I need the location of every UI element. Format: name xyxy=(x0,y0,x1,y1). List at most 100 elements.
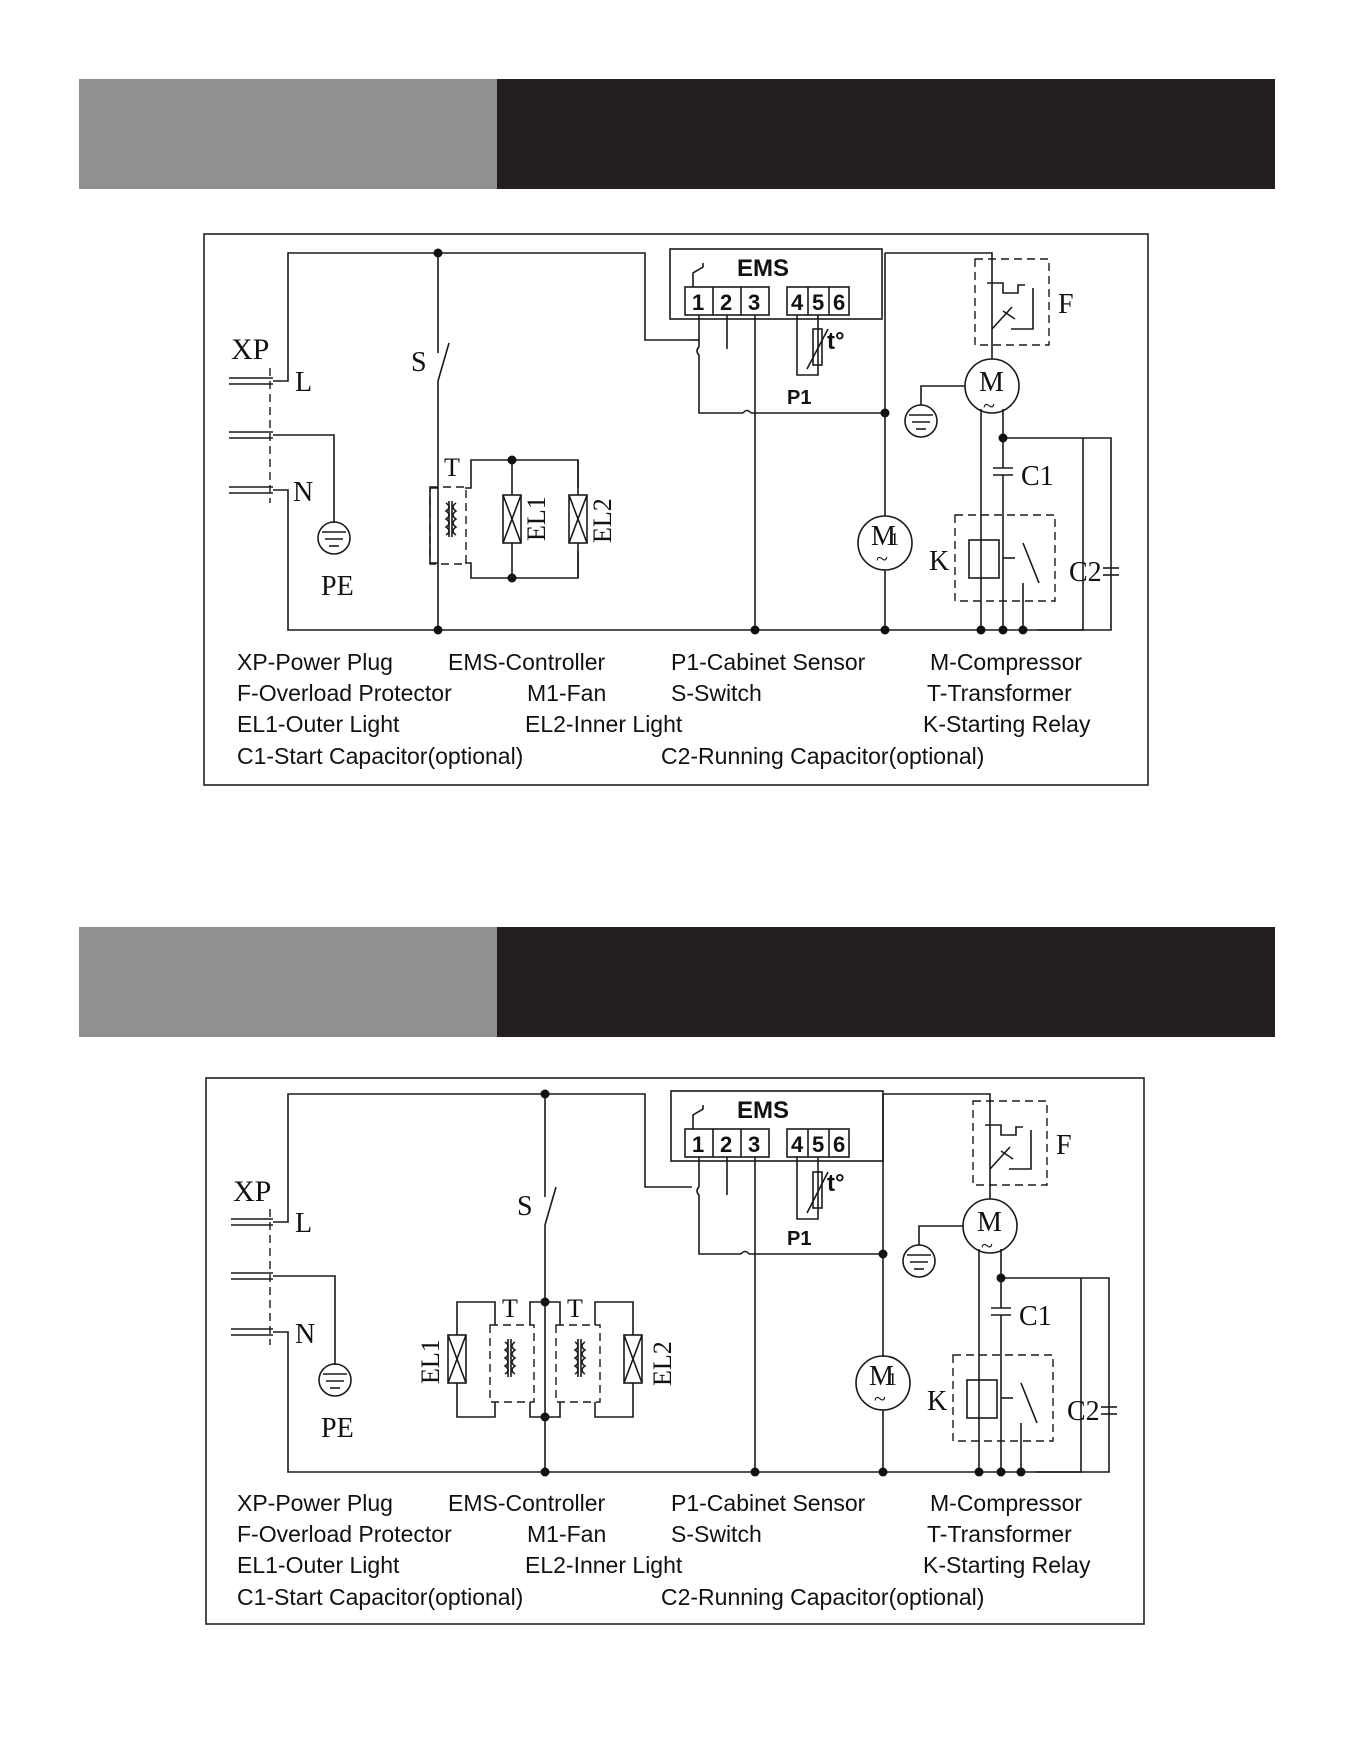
diagram-frame xyxy=(205,1077,1145,1625)
legend-f: F-Overload Protector xyxy=(237,1521,452,1547)
overload-protector-f xyxy=(885,252,1050,346)
ems-terminal-6: 6 xyxy=(833,290,845,315)
lamp-el2 xyxy=(623,1334,643,1384)
label-s: S xyxy=(411,347,427,378)
label-t-right: T xyxy=(567,1294,583,1323)
legend-xp: XP-Power Plug xyxy=(237,1490,393,1516)
legend-ems: EMS-Controller xyxy=(448,1490,606,1516)
label-m1-tilde: ~ xyxy=(874,1386,886,1411)
label-p1: P1 xyxy=(787,387,811,409)
legend-f: F-Overload Protector xyxy=(237,680,452,706)
ems-terminal-2: 2 xyxy=(720,1132,732,1157)
ems-terminal-6: 6 xyxy=(833,1132,845,1157)
starting-relay-k xyxy=(954,514,1056,635)
ems-terminal-2: 2 xyxy=(720,290,732,315)
power-plug xyxy=(231,1093,1110,1473)
label-n: N xyxy=(293,477,313,508)
ems-terminal-4: 4 xyxy=(791,1132,804,1157)
legend-k: K-Starting Relay xyxy=(923,1552,1091,1578)
ems-controller xyxy=(669,248,883,320)
label-thermo: t° xyxy=(827,328,845,355)
legend-s: S-Switch xyxy=(671,1521,762,1547)
earth-pe xyxy=(317,521,351,555)
legend-m: M-Compressor xyxy=(930,1490,1082,1516)
label-m1-sub: 1 xyxy=(890,529,899,549)
transformer-t-right xyxy=(545,1301,634,1418)
ems-terminal-3: 3 xyxy=(748,1132,760,1157)
fan-m1 xyxy=(857,253,913,635)
legend-c2: C2-Running Capacitor(optional) xyxy=(661,1584,984,1610)
legend-m: M-Compressor xyxy=(930,649,1082,675)
ems-title: EMS xyxy=(737,255,789,282)
ems-terminal-1: 1 xyxy=(692,1132,704,1157)
label-k: K xyxy=(929,546,949,577)
wiring-diagram-2: XP L N PE S T EL1 T xyxy=(205,1077,1145,1625)
legend-el1: EL1-Outer Light xyxy=(237,711,400,737)
label-m1-sub: 1 xyxy=(888,1369,897,1389)
label-m-tilde: ~ xyxy=(981,1233,993,1258)
label-m1: M xyxy=(871,521,896,552)
ems-terminal-3: 3 xyxy=(748,290,760,315)
wiring-diagram-1-svg: XP L N PE S T EL1 EL2 xyxy=(203,233,1149,786)
legend: XP-Power Plug EMS-Controller P1-Cabinet … xyxy=(237,649,1091,769)
legend-c1: C1-Start Capacitor(optional) xyxy=(237,1584,523,1610)
label-m1: M xyxy=(869,1361,894,1392)
transformer-t-left xyxy=(456,1301,545,1418)
label-f: F xyxy=(1058,289,1074,320)
sensor-p1 xyxy=(796,315,829,376)
label-c1: C1 xyxy=(1019,1301,1052,1332)
legend-t: T-Transformer xyxy=(927,680,1072,706)
lamp-el1 xyxy=(502,460,522,578)
legend-m1: M1-Fan xyxy=(527,680,606,706)
switch-s xyxy=(433,248,450,635)
earth-pe xyxy=(318,1363,352,1397)
label-el1: EL1 xyxy=(522,496,551,541)
label-el1: EL1 xyxy=(416,1339,445,1384)
label-xp: XP xyxy=(231,333,269,366)
header-bar-1-dark xyxy=(497,79,1275,189)
sensor-p1 xyxy=(796,1157,829,1220)
legend-k: K-Starting Relay xyxy=(923,711,1091,737)
diagram-frame xyxy=(203,233,1149,786)
label-xp: XP xyxy=(233,1175,271,1208)
header-bar-2-dark xyxy=(497,927,1275,1037)
wiring-diagram-2-svg: XP L N PE S T EL1 T xyxy=(205,1077,1145,1625)
legend: XP-Power Plug EMS-Controller P1-Cabinet … xyxy=(237,1490,1091,1610)
capacitor-c2 xyxy=(1083,437,1119,576)
legend-el2: EL2-Inner Light xyxy=(525,711,683,737)
label-el2: EL2 xyxy=(648,1341,677,1386)
label-c2: C2 xyxy=(1069,557,1102,588)
label-pe: PE xyxy=(321,571,354,602)
ems-terminal-1: 1 xyxy=(692,290,704,315)
legend-el2: EL2-Inner Light xyxy=(525,1552,683,1578)
ems-wiring xyxy=(691,315,885,635)
lamp-el1 xyxy=(447,1334,467,1384)
capacitor-c1 xyxy=(993,438,1013,630)
label-l: L xyxy=(295,1208,312,1239)
legend-c2: C2-Running Capacitor(optional) xyxy=(661,743,984,769)
label-c1: C1 xyxy=(1021,461,1054,492)
header-bar-2 xyxy=(79,927,1275,1037)
power-plug xyxy=(229,252,1112,631)
label-c2: C2 xyxy=(1067,1396,1100,1427)
legend-xp: XP-Power Plug xyxy=(237,649,393,675)
header-bar-1 xyxy=(79,79,1275,189)
ems-terminal-5: 5 xyxy=(812,290,824,315)
label-thermo: t° xyxy=(827,1170,845,1197)
label-t: T xyxy=(444,453,460,482)
label-l: L xyxy=(295,367,312,398)
label-m: M xyxy=(979,367,1004,398)
fan-m1 xyxy=(855,1094,911,1477)
wiring-diagram-1: XP L N PE S T EL1 EL2 xyxy=(203,233,1149,786)
label-t-left: T xyxy=(502,1294,518,1323)
ems-terminal-5: 5 xyxy=(812,1132,824,1157)
overload-protector-f xyxy=(883,1093,1048,1186)
label-m1-tilde: ~ xyxy=(876,546,888,571)
legend-m1: M1-Fan xyxy=(527,1521,606,1547)
label-n: N xyxy=(295,1319,315,1350)
label-pe: PE xyxy=(321,1413,354,1444)
legend-ems: EMS-Controller xyxy=(448,649,606,675)
label-p1: P1 xyxy=(787,1228,811,1250)
label-k: K xyxy=(927,1386,947,1417)
legend-t: T-Transformer xyxy=(927,1521,1072,1547)
